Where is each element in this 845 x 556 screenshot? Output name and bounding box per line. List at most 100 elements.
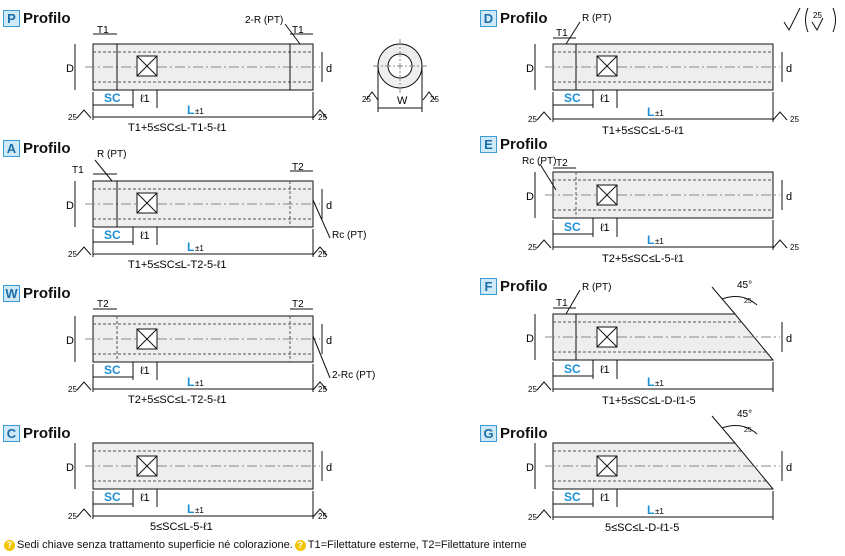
panel-D-letter: D [480,10,497,27]
panel-D-d-label: d [786,63,792,75]
panel-D-drawing [534,21,788,122]
panel-W-rough-right: 25 [318,385,327,394]
panel-F-title: F Profilo [480,278,548,295]
end-view-rough-right: 25 [430,95,439,104]
panel-P-formula: T1+5≤SC≤L-T1-5-ℓ1 [128,122,226,134]
panel-D-l1-label: ℓ1 [600,93,610,105]
panel-W-title: W Profilo [3,285,71,302]
panel-W-L-tol: ±1 [195,379,204,388]
panel-W-D-label: D [66,335,74,347]
panel-A-t1-label: T1 [72,165,84,176]
panel-G-L-tol: ±1 [655,507,664,516]
panel-W-thread-label: 2-Rc (PT) [332,370,375,381]
panel-W-letter: W [3,285,20,302]
panel-C-d-label: d [326,462,332,474]
panel-D-word: Profilo [500,10,548,27]
panel-G-L-label: L [647,503,654,517]
panel-D-D-label: D [526,63,534,75]
panel-E-L-tol: ±1 [655,237,664,246]
panel-F-angle-label: 45° [737,280,752,291]
panel-P-L-label: L [187,103,194,117]
panel-A-formula: T1+5≤SC≤L-T2-5-ℓ1 [128,259,226,271]
panel-G-letter: G [480,425,497,442]
panel-E-thread-label: Rc (PT) [522,156,556,167]
panel-W-SC-label: SC [104,363,121,377]
panel-E-title: E Profilo [480,136,548,153]
panel-E-d-label: d [786,191,792,203]
panel-G-formula: 5≤SC≤L-D-ℓ1-5 [605,522,679,534]
panel-P-rough-right: 25 [318,113,327,122]
panel-A-L-tol: ±1 [195,244,204,253]
panel-D-SC-label: SC [564,91,581,105]
panel-P-t1-left: T1 [97,25,109,36]
panel-E-l1-label: ℓ1 [600,222,610,234]
panel-A-D-label: D [66,200,74,212]
panel-A-word: Profilo [23,140,71,157]
end-view-drawing [365,39,436,112]
panel-G-rough-left: 25 [528,513,537,522]
panel-D-L-label: L [647,105,654,119]
panel-E-rough-left: 25 [528,243,537,252]
panel-G-D-label: D [526,462,534,474]
panel-P-drawing [74,23,328,120]
panel-P-letter: P [3,10,20,27]
panel-F-L-tol: ±1 [655,379,664,388]
panel-A-rough-right: 25 [318,250,327,259]
panel-D-rough-right: 25 [790,115,799,124]
panel-E-rough-right: 25 [790,243,799,252]
panel-P-thread-label: 2-R (PT) [245,15,283,26]
general-roughness-value: 25 [813,11,822,20]
panel-A-SC-label: SC [104,228,121,242]
panel-E-letter: E [480,136,497,153]
panel-E-word: Profilo [500,136,548,153]
panel-A-title: A Profilo [3,140,71,157]
panel-W-drawing [74,308,331,392]
panel-C-L-label: L [187,502,194,516]
panel-E-t2-label: T2 [556,158,568,169]
panel-C-letter: C [3,425,20,442]
panel-D-rough-left: 25 [528,115,537,124]
panel-E-formula: T2+5≤SC≤L-5-ℓ1 [602,253,684,265]
panel-A-thread-rc: Rc (PT) [332,230,366,241]
hint-icon: ? [294,539,306,551]
panel-W-l1-label: ℓ1 [140,365,150,377]
panel-G-l1-label: ℓ1 [600,492,610,504]
panel-D-title: D Profilo [480,10,548,27]
panel-G-d-label: d [786,462,792,474]
panel-A-letter: A [3,140,20,157]
panel-A-L-label: L [187,240,194,254]
panel-G-drawing [534,415,783,520]
panel-C-rough-right: 25 [318,512,327,521]
panel-F-letter: F [480,278,497,295]
panel-A-d-label: d [326,200,332,212]
panel-C-word: Profilo [23,425,71,442]
panel-G-title: G Profilo [480,425,548,442]
panel-W-t2-right: T2 [292,299,304,310]
panel-A-thread-r: R (PT) [97,149,126,160]
panel-P-D-label: D [66,63,74,75]
panel-P-rough-left: 25 [68,113,77,122]
panel-D-thread-label: R (PT) [582,13,611,24]
end-view-rough-left: 25 [362,95,371,104]
panel-W-L-label: L [187,375,194,389]
panel-F-word: Profilo [500,278,548,295]
panel-E-L-label: L [647,233,654,247]
panel-D-L-tol: ±1 [655,109,664,118]
panel-F-l1-label: ℓ1 [600,364,610,376]
panel-C-D-label: D [66,462,74,474]
panel-E-SC-label: SC [564,220,581,234]
panel-P-d-label: d [326,63,332,75]
hint-icon: ? [4,539,15,551]
panel-E-D-label: D [526,191,534,203]
panel-F-thread-label: R (PT) [582,282,611,293]
panel-P-L-tol: ±1 [195,107,204,116]
panel-F-rough-left: 25 [528,385,537,394]
panel-P-word: Profilo [23,10,71,27]
panel-G-SC-label: SC [564,490,581,504]
panel-F-formula: T1+5≤SC≤L-D-ℓ1-5 [602,395,696,407]
panel-E-drawing [534,163,788,250]
panel-C-rough-left: 25 [68,512,77,521]
panel-F-t1-label: T1 [556,298,568,309]
